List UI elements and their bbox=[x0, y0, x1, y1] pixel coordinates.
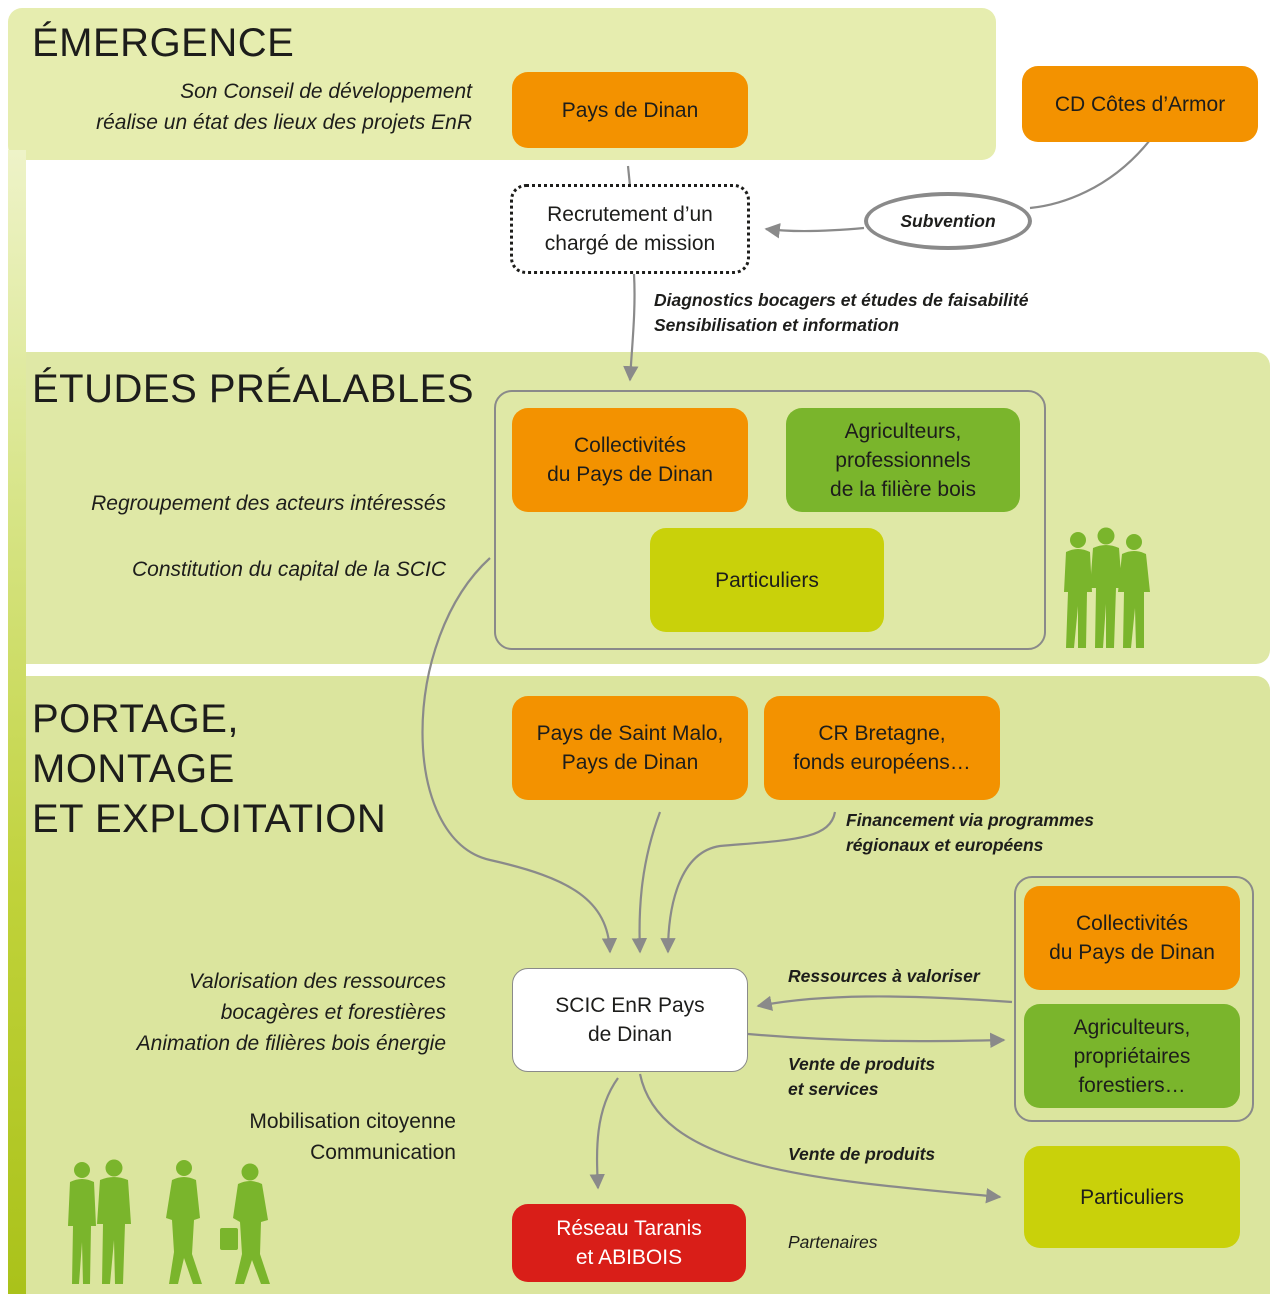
flow-financement-line2: régionaux et européens bbox=[846, 835, 1044, 855]
note-emergence-line2: réalise un état des lieux des projets En… bbox=[96, 111, 472, 134]
flow-vente-produits-services: Vente de produits et services bbox=[788, 1052, 935, 1102]
node-collectivites-etudes: Collectivités du Pays de Dinan bbox=[512, 408, 748, 512]
arrow-recrutement-to-etudes bbox=[623, 273, 639, 382]
node-reseau-taranis: Réseau Taranis et ABIBOIS bbox=[512, 1204, 746, 1282]
flow-diagnostics: Diagnostics bocagers et études de faisab… bbox=[654, 288, 1028, 338]
flow-vente-produits: Vente de produits bbox=[788, 1144, 936, 1164]
note-valorisation-line2: bocagères et forestières bbox=[220, 1001, 446, 1024]
arrow-saintmalo-to-scic bbox=[631, 811, 662, 954]
note-mobilisation: Mobilisation citoyenne Communication bbox=[156, 1106, 456, 1168]
flow-financement-line1: Financement via programmes bbox=[846, 810, 1094, 830]
arrow-cd-to-subvention bbox=[1029, 139, 1151, 210]
note-valorisation: Valorisation des ressources bocagères et… bbox=[26, 966, 446, 1059]
band-emergence bbox=[8, 8, 996, 160]
note-emergence: Son Conseil de développement réalise un … bbox=[12, 76, 472, 138]
flow-diagnostics-line2: Sensibilisation et information bbox=[654, 315, 900, 335]
node-agriculteurs-portage: Agriculteurs, propriétaires forestiers… bbox=[1024, 1004, 1240, 1108]
arrow-crbretagne-to-scic bbox=[660, 811, 837, 954]
node-particuliers-portage: Particuliers bbox=[1024, 1146, 1240, 1248]
subvention-oval: Subvention bbox=[864, 192, 1032, 250]
node-agriculteurs-etudes: Agriculteurs, professionnels de la filiè… bbox=[786, 408, 1020, 512]
flow-vente-ps-line2: et services bbox=[788, 1079, 879, 1099]
phase-title-portage: PORTAGE, MONTAGE ET EXPLOITATION bbox=[32, 694, 386, 844]
phase-title-emergence: ÉMERGENCE bbox=[32, 21, 295, 65]
note-capital: Constitution du capital de la SCIC bbox=[131, 558, 446, 581]
phase-title-portage-line3: ET EXPLOITATION bbox=[32, 797, 387, 841]
phase-gradient-bar bbox=[8, 150, 26, 1294]
arrow-scic-to-collectivites bbox=[747, 1032, 1006, 1049]
note-valorisation-line3: Animation de filières bois énergie bbox=[136, 1032, 446, 1055]
phase-title-etudes: ÉTUDES PRÉALABLES bbox=[32, 367, 474, 411]
phase-title-portage-line2: MONTAGE bbox=[32, 747, 235, 791]
group-acteurs-ressources bbox=[1014, 876, 1254, 1122]
node-particuliers-etudes: Particuliers bbox=[650, 528, 884, 632]
note-emergence-line1: Son Conseil de développement bbox=[180, 80, 472, 103]
flow-diagnostics-line1: Diagnostics bocagers et études de faisab… bbox=[654, 290, 1029, 310]
node-scic: SCIC EnR Pays de Dinan bbox=[512, 968, 748, 1072]
group-acteurs-etudes bbox=[494, 390, 1046, 650]
arrow-capital-to-scic bbox=[421, 557, 618, 954]
note-regroupement: Regroupement des acteurs intéressés bbox=[91, 492, 446, 515]
note-valorisation-line1: Valorisation des ressources bbox=[188, 970, 446, 993]
flow-ressources: Ressources à valoriser bbox=[788, 966, 980, 986]
arrow-subvention-to-recrutement bbox=[764, 223, 865, 239]
node-pays-de-dinan: Pays de Dinan bbox=[512, 72, 748, 148]
note-communication-line: Communication bbox=[310, 1141, 456, 1164]
people-walking-icon bbox=[68, 1159, 270, 1284]
arrow-ressources-to-scic bbox=[756, 995, 1013, 1011]
node-cr-bretagne: CR Bretagne, fonds européens… bbox=[764, 696, 1000, 800]
arrow-scic-to-reseau bbox=[589, 1077, 619, 1190]
flow-financement: Financement via programmes régionaux et … bbox=[846, 808, 1094, 858]
node-recrutement: Recrutement d’un chargé de mission bbox=[510, 184, 750, 274]
flow-vente-ps-line1: Vente de produits bbox=[788, 1054, 936, 1074]
flow-partenaires: Partenaires bbox=[788, 1232, 878, 1252]
note-mobilisation-line1: Mobilisation citoyenne bbox=[249, 1110, 456, 1133]
arrow-pays-to-recrutement bbox=[626, 165, 632, 187]
node-collectivites-portage: Collectivités du Pays de Dinan bbox=[1024, 886, 1240, 990]
node-pays-saint-malo: Pays de Saint Malo, Pays de Dinan bbox=[512, 696, 748, 800]
people-group-icon bbox=[1064, 527, 1150, 648]
phase-title-portage-line1: PORTAGE, bbox=[32, 697, 240, 741]
node-cd-cotes-armor: CD Côtes d’Armor bbox=[1022, 66, 1258, 142]
arrow-scic-to-particuliers bbox=[638, 1073, 1002, 1204]
